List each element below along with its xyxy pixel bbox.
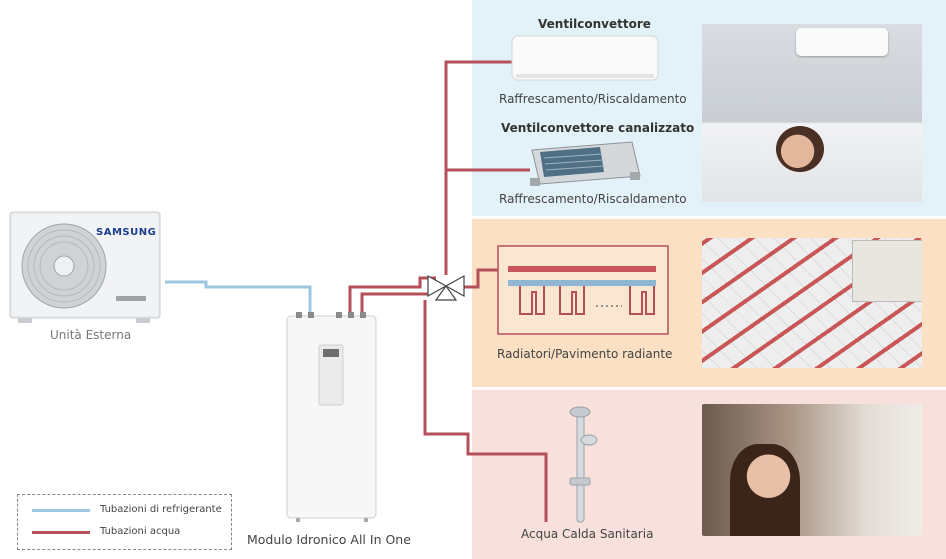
manifold-icon xyxy=(852,240,922,302)
ducted-fan-coil-icon xyxy=(530,141,641,186)
fan-coil-icon xyxy=(511,35,659,81)
hydro-module-icon xyxy=(286,312,377,522)
radiant-floor-photo xyxy=(702,238,922,368)
water-pipe-supply xyxy=(348,276,436,312)
legend-refrigerant-swatch xyxy=(32,509,90,512)
shower-photo xyxy=(702,404,922,536)
legend-refrigerant-label: Tubazioni di refrigerante xyxy=(100,504,222,515)
three-way-valve-icon xyxy=(427,274,465,301)
radiant-floor-icon xyxy=(497,245,669,335)
radiant-label: Radiatori/Pavimento radiante xyxy=(497,347,673,361)
person-sleeping-icon xyxy=(776,126,824,172)
ducted-fan-coil-mode: Raffrescamento/Riscaldamento xyxy=(499,192,687,206)
outdoor-unit-icon xyxy=(9,211,161,323)
legend-water-label: Tubazioni acqua xyxy=(100,526,181,537)
water-pipe-return xyxy=(360,292,430,312)
refrigerant-pipe xyxy=(165,280,312,312)
legend: Tubazioni di refrigerante Tubazioni acqu… xyxy=(17,494,232,550)
air-conditioner-icon xyxy=(796,28,888,56)
outdoor-unit-brand: SAMSUNG xyxy=(96,227,157,238)
outdoor-unit-label: Unità Esterna xyxy=(50,328,132,342)
water-pipe-up xyxy=(444,60,512,275)
water-pipe-radiant xyxy=(458,268,502,289)
hot-water-label: Acqua Calda Sanitaria xyxy=(521,527,654,541)
fan-coil-mode: Raffrescamento/Riscaldamento xyxy=(499,92,687,106)
ducted-fan-coil-title: Ventilconvettore canalizzato xyxy=(501,121,695,135)
hydro-module-label: Modulo Idronico All In One xyxy=(247,532,411,547)
shower-icon xyxy=(569,406,598,523)
fan-coil-title: Ventilconvettore xyxy=(538,17,651,31)
bedroom-photo xyxy=(702,24,922,202)
person-showering-icon xyxy=(730,444,800,536)
water-pipe-dhw xyxy=(423,300,548,522)
legend-water-swatch xyxy=(32,531,90,534)
